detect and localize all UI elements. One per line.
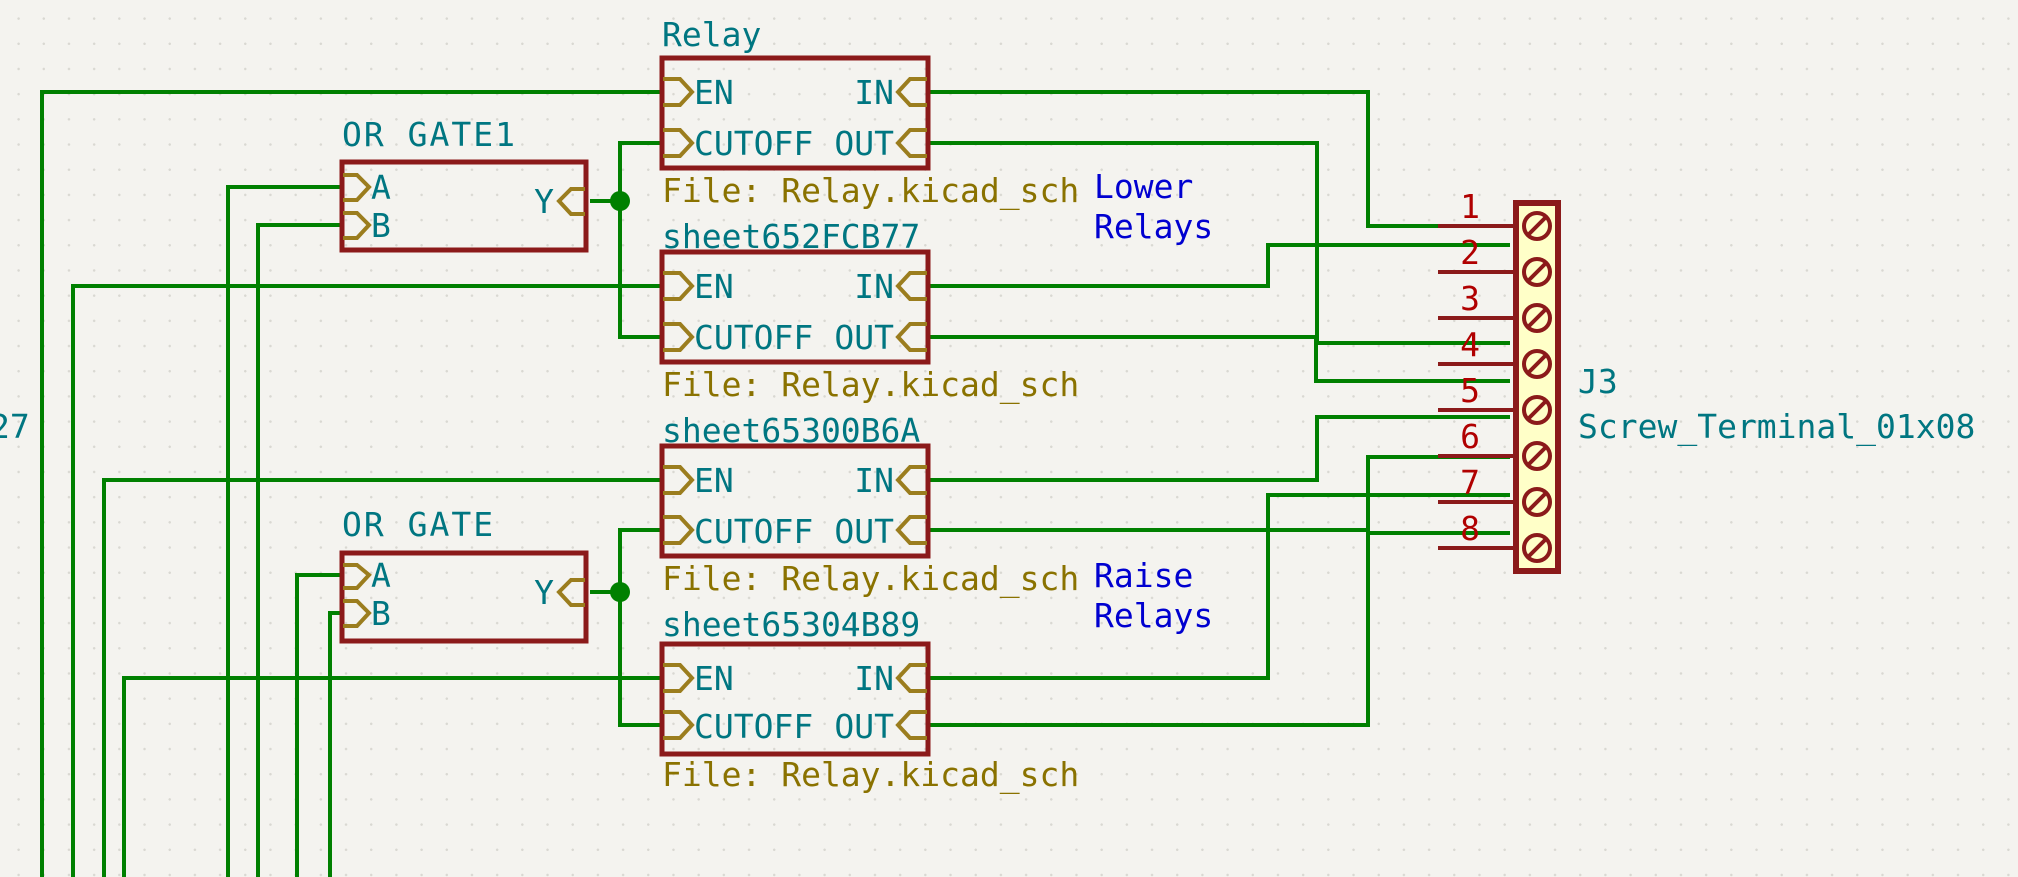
connector-pin-1[interactable]: 1 bbox=[1438, 187, 1525, 228]
gate-pin-b: B bbox=[371, 594, 391, 633]
sheet-pin-cutoff: CUTOFF bbox=[694, 318, 813, 357]
label-line-2: Relays bbox=[1094, 207, 1213, 246]
sheet-pin-in: IN bbox=[854, 659, 894, 698]
gate-pin-b: B bbox=[371, 206, 391, 245]
gate-pin-a: A bbox=[371, 556, 391, 595]
wire-in4-to-pin7[interactable] bbox=[926, 493, 1510, 680]
gate-name: OR GATE bbox=[342, 505, 495, 544]
sheet-pin-out: OUT bbox=[834, 512, 894, 551]
pin-number: 4 bbox=[1460, 325, 1480, 364]
connector-pin-3[interactable]: 3 bbox=[1438, 279, 1525, 320]
wire-in2-to-pin2[interactable] bbox=[926, 243, 1510, 288]
gate-pin-y: Y bbox=[534, 573, 554, 612]
sheet-file-label: File: Relay.kicad_sch bbox=[662, 171, 1079, 211]
clipped-net-label: 27 bbox=[0, 407, 30, 446]
wire-out2-to-pin4[interactable] bbox=[926, 335, 1510, 383]
connector-pin-8[interactable]: 8 bbox=[1438, 509, 1525, 550]
pin-number: 1 bbox=[1460, 187, 1480, 226]
sheet-pin-en: EN bbox=[694, 73, 734, 112]
sheet-pin-out: OUT bbox=[834, 318, 894, 357]
sheet-pin-en: EN bbox=[694, 659, 734, 698]
pin-number: 5 bbox=[1460, 371, 1480, 410]
sheet-pin-in: IN bbox=[854, 461, 894, 500]
label-line-2: Relays bbox=[1094, 596, 1213, 635]
label-line-1: Raise bbox=[1094, 556, 1193, 595]
gate-pin-a: A bbox=[371, 168, 391, 207]
sheet-pin-out: OUT bbox=[834, 707, 894, 746]
sheet-symbol-or-gate-2[interactable]: A B Y OR GATE bbox=[339, 505, 589, 644]
sheet-file-label: File: Relay.kicad_sch bbox=[662, 559, 1079, 599]
wire-en1[interactable] bbox=[40, 90, 664, 877]
sheet-pin-en: EN bbox=[694, 461, 734, 500]
junction-dot-gate1 bbox=[610, 191, 630, 211]
connector-value: Screw_Terminal_01x08 bbox=[1578, 407, 1975, 447]
sheet-file-name: sheet65304B89 bbox=[662, 605, 920, 644]
label-line-1: Lower bbox=[1094, 167, 1193, 206]
pin-number: 7 bbox=[1460, 463, 1480, 502]
sheet-file-label: File: Relay.kicad_sch bbox=[662, 755, 1079, 795]
connector-pin-2[interactable]: 2 bbox=[1438, 233, 1525, 274]
connector-j3[interactable]: 1 2 3 4 5 6 7 bbox=[1438, 187, 1975, 574]
connector-body[interactable] bbox=[1513, 200, 1561, 574]
pin-number: 2 bbox=[1460, 233, 1480, 272]
pin-number: 3 bbox=[1460, 279, 1480, 318]
wire-gate2-b[interactable] bbox=[328, 611, 344, 877]
sheet-symbol-relay-raise-2[interactable]: EN CUTOFF IN OUT File: Relay.kicad_sch bbox=[659, 641, 1079, 795]
sheet-symbol-relay-lower-2[interactable]: EN CUTOFF IN OUT File: Relay.kicad_sch s… bbox=[659, 249, 1079, 450]
wire-en2[interactable] bbox=[71, 284, 664, 877]
sheet-title: Relay bbox=[662, 15, 761, 54]
gate-name: OR GATE1 bbox=[342, 115, 517, 154]
gate-pin-y: Y bbox=[534, 182, 554, 221]
connector-pin-7[interactable]: 7 bbox=[1438, 463, 1525, 504]
wire-gate2-a[interactable] bbox=[295, 573, 344, 877]
connector-reference: J3 bbox=[1578, 362, 1618, 401]
wire-gate1-a[interactable] bbox=[226, 185, 344, 877]
sheet-pin-en: EN bbox=[694, 267, 734, 306]
sheet-pin-out: OUT bbox=[834, 124, 894, 163]
sheet-pin-cutoff: CUTOFF bbox=[694, 707, 813, 746]
pin-number: 6 bbox=[1460, 417, 1480, 456]
sheet-symbol-or-gate-1[interactable]: A B Y OR GATE1 bbox=[339, 115, 589, 253]
sheet-file-label: File: Relay.kicad_sch bbox=[662, 365, 1079, 405]
sheet-pin-in: IN bbox=[854, 267, 894, 306]
sheet-pin-cutoff: CUTOFF bbox=[694, 512, 813, 551]
sheet-pin-cutoff: CUTOFF bbox=[694, 124, 813, 163]
wire-out4-to-pin8[interactable] bbox=[926, 531, 1510, 727]
connector-pin-4[interactable]: 4 bbox=[1438, 325, 1525, 366]
wire-en4[interactable] bbox=[122, 676, 664, 877]
pin-number: 8 bbox=[1460, 509, 1480, 548]
sheet-symbol-relay-raise-1[interactable]: EN CUTOFF IN OUT File: Relay.kicad_sch s… bbox=[659, 443, 1079, 644]
text-label-lower-relays[interactable]: Lower Relays bbox=[1094, 167, 1213, 246]
wire-in3-to-pin5[interactable] bbox=[926, 415, 1510, 482]
screw-terminal-icon bbox=[1522, 211, 1552, 563]
sheet-pin-in: IN bbox=[854, 73, 894, 112]
junction-dot-gate2 bbox=[610, 582, 630, 602]
text-label-raise-relays[interactable]: Raise Relays bbox=[1094, 556, 1213, 635]
sheet-symbol-relay-lower-1[interactable]: EN CUTOFF IN OUT Relay File: Relay.kicad… bbox=[659, 15, 1079, 256]
wire-en3[interactable] bbox=[102, 478, 664, 877]
connector-pin-6[interactable]: 6 bbox=[1438, 417, 1525, 458]
wire-gate1-b[interactable] bbox=[256, 223, 344, 877]
connector-pin-5[interactable]: 5 bbox=[1438, 371, 1525, 412]
